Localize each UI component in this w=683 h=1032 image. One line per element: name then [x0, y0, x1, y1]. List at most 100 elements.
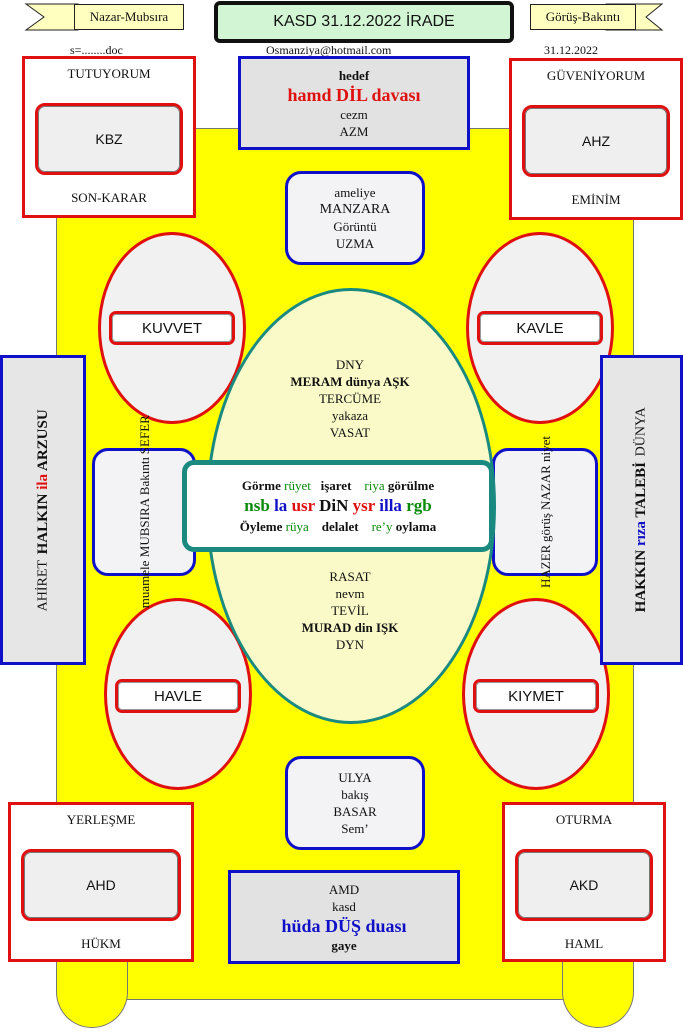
lower-box: ULYA bakış BASAR Sem’	[285, 756, 425, 850]
right-side-panel: HAKKIN rıza TALEBİ DÜNYA	[600, 355, 683, 665]
corner-top-left-inner: KBZ	[35, 103, 183, 175]
mid-left-line-4: SEFER	[136, 415, 152, 455]
right-ribbon: Görüş-Bakıntı	[530, 4, 636, 30]
right-side-word-2: rıza	[633, 521, 649, 547]
goal-line-3: cezm	[340, 106, 368, 122]
goal-line-1: hedef	[338, 67, 370, 83]
upper-box: ameliye MANZARA Görüntü UZMA	[285, 171, 425, 265]
ellipse-bottom-line-1: RASAT	[329, 569, 371, 584]
core-r1-w4: riya	[351, 478, 385, 493]
ellipse-top-line-1: DNY	[335, 357, 365, 372]
upper-box-line-3: Görüntü	[333, 219, 377, 234]
date-note: 31.12.2022	[544, 43, 598, 57]
ellipse-top-text: DNY MERAM dünya AŞK TERCÜME yakaza VASAT	[250, 356, 450, 441]
ellipse-top-line-5: VASAT	[329, 425, 371, 440]
ellipse-bottom-line-4: MURAD din IŞK	[301, 620, 399, 635]
ellipse-bottom-line-2: nevm	[335, 586, 365, 601]
oval-lower-left: HAVLE	[104, 598, 252, 790]
prayer-line-3: hüda DÜŞ duası	[281, 915, 407, 936]
core-r2-w1: nsb	[244, 496, 270, 515]
oval-upper-right: KAVLE	[466, 232, 614, 424]
lower-box-line-1: ULYA	[338, 770, 372, 785]
corner-bottom-left-inner: AHD	[21, 849, 181, 921]
lower-box-line-2: bakış	[341, 787, 369, 802]
core-r1-w5: görülme	[384, 478, 435, 493]
core-r3-w2: rüya	[282, 519, 309, 534]
mid-left-line-2: MUBSIRA	[136, 498, 152, 558]
page-title-text: KASD 31.12.2022 İRADE	[273, 13, 455, 30]
core-r2-w2: la	[269, 496, 288, 515]
core-r2-w7: rgb	[401, 496, 432, 515]
left-side-line-1: AHİRET	[35, 559, 50, 612]
core-r3-w3: delalet	[308, 519, 359, 534]
mid-right-line-1: HAZER	[537, 544, 553, 589]
prayer-line-4: gaye	[331, 937, 357, 953]
upper-box-line-2: MANZARA	[319, 202, 391, 217]
corner-bottom-right-inner-text: AKD	[569, 876, 599, 893]
left-ribbon: Nazar-Mubsıra	[74, 4, 184, 30]
table-leg-left	[56, 960, 128, 1028]
mid-right-line-2: görüş	[537, 512, 553, 542]
right-side-line-1: HAKKIN rıza TALEBİ	[633, 462, 650, 612]
oval-upper-left-label: KUVVET	[109, 311, 235, 345]
mid-right-line-3: NAZAR	[537, 465, 553, 510]
core-r3-w1: Öyleme	[239, 519, 283, 534]
corner-top-right-title: GÜVENİYORUM	[546, 68, 646, 83]
left-ribbon-label: Nazar-Mubsıra	[89, 9, 169, 24]
mid-left-line-3: Bakıntı	[136, 457, 152, 496]
core-row-3: Öyleme rüya delalet re’y oylama	[240, 518, 436, 535]
ellipse-top-line-3: TERCÜME	[318, 391, 382, 406]
corner-top-left-bottom: SON-KARAR	[71, 190, 147, 205]
oval-upper-left-text: KUVVET	[141, 319, 202, 337]
mid-left-line-1: muamele	[136, 560, 152, 609]
right-side-line-2: DÜNYA	[633, 407, 649, 457]
right-ribbon-label: Görüş-Bakıntı	[545, 9, 621, 24]
core-r2-w3: usr	[287, 496, 315, 515]
right-side-word-1: HAKKIN	[633, 546, 649, 613]
corner-top-right-inner: AHZ	[522, 105, 670, 177]
goal-box: hedef hamd DİL davası cezm AZM	[238, 56, 470, 150]
ellipse-bottom-text: RASAT nevm TEVİL MURAD din IŞK DYN	[250, 568, 450, 653]
left-side-panel: AHİRET HALKIN ila ARZUSU	[0, 355, 86, 665]
core-r3-w5: oylama	[392, 519, 437, 534]
left-ribbon-tail	[24, 3, 79, 31]
file-note: s=........doc	[70, 43, 123, 57]
left-side-word-3: ARZUSU	[34, 408, 51, 474]
corner-bottom-right-inner: AKD	[515, 849, 653, 921]
corner-bottom-right-title: OTURMA	[555, 812, 613, 827]
oval-lower-right: KIYMET	[462, 598, 610, 790]
corner-top-right-bottom: EMİNİM	[571, 192, 621, 207]
oval-upper-right-label: KAVLE	[477, 311, 603, 345]
lower-box-line-3: BASAR	[333, 804, 377, 819]
mid-right-box: HAZER görüş NAZAR niyet	[492, 436, 598, 588]
mid-left-box: muamele MUBSIRA Bakıntı SEFER	[92, 415, 196, 609]
right-side-word-3: TALEBİ	[633, 462, 649, 522]
oval-upper-right-text: KAVLE	[516, 319, 564, 337]
left-side-word-2: ila	[34, 473, 51, 490]
core-box: Görme rüyet işaret riya görülme nsb la u…	[182, 460, 494, 552]
corner-bottom-left: YERLEŞME AHD HÜKM	[8, 802, 194, 962]
table-leg-right	[562, 960, 634, 1028]
corner-bottom-left-inner-text: AHD	[86, 876, 116, 893]
page-title: KASD 31.12.2022 İRADE	[214, 1, 514, 43]
email-note: Osmanziya@hotmail.com	[266, 43, 392, 57]
ellipse-top-line-2: MERAM dünya AŞK	[290, 374, 410, 389]
upper-box-line-1: ameliye	[334, 185, 376, 200]
core-r1-w3: işaret	[310, 478, 352, 493]
core-r1-w2: rüyet	[280, 478, 311, 493]
core-r1-w1: Görme	[241, 478, 281, 493]
ellipse-bottom-line-3: TEVİL	[331, 603, 369, 618]
goal-line-2: hamd DİL davası	[287, 84, 421, 105]
corner-bottom-right: OTURMA AKD HAML	[502, 802, 666, 962]
ellipse-bottom-line-5: DYN	[335, 637, 365, 652]
corner-bottom-left-title: YERLEŞME	[66, 812, 136, 827]
corner-top-right: GÜVENİYORUM AHZ EMİNİM	[509, 58, 683, 220]
corner-top-left-inner-text: KBZ	[95, 130, 123, 147]
core-r3-w4: re’y	[358, 519, 393, 534]
upper-box-line-4: UZMA	[335, 236, 375, 251]
corner-top-left-title: TUTUYORUM	[67, 66, 151, 81]
ellipse-top-line-4: yakaza	[331, 408, 369, 423]
prayer-line-2: kasd	[332, 898, 356, 914]
corner-top-right-inner-text: AHZ	[582, 132, 610, 149]
left-side-line-2: HALKIN ila ARZUSU	[35, 409, 52, 554]
